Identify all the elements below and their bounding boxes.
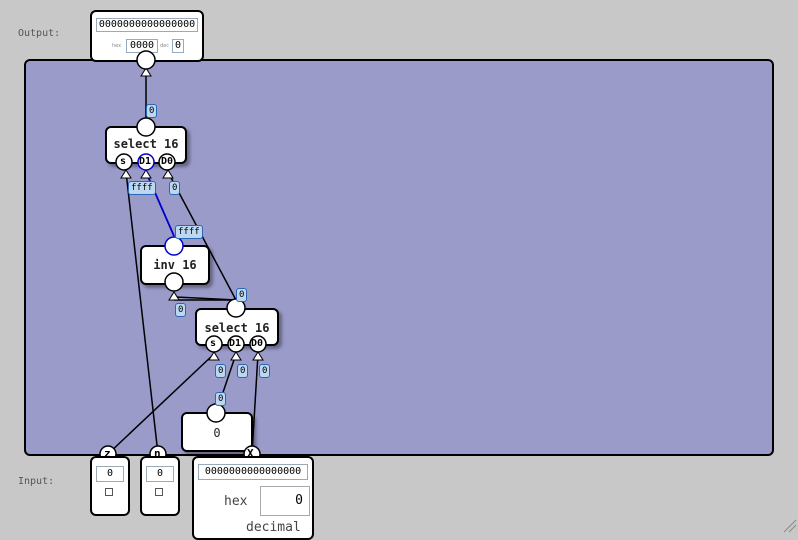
- wire-z: [107, 353, 215, 455]
- inv-title: inv 16: [153, 258, 197, 272]
- const-chip[interactable]: 0: [181, 412, 253, 452]
- wire-n: [125, 171, 159, 455]
- select-bottom-d0-label: D0: [251, 338, 264, 349]
- arrow-s-top: [120, 169, 132, 179]
- tag-const-out: 0: [215, 392, 227, 406]
- input-n[interactable]: 0: [140, 456, 180, 516]
- arrow-out: [140, 67, 152, 77]
- output-dec-value: 0: [172, 39, 184, 53]
- select-bottom-s-label: s: [210, 338, 217, 349]
- select-bottom-title: select 16: [204, 321, 270, 335]
- input-label: Input:: [18, 476, 55, 487]
- tag-out-top: 0: [146, 104, 158, 118]
- output-hex-value: 0000: [126, 39, 158, 53]
- inv-chip[interactable]: inv 16: [140, 245, 210, 285]
- select-top-title: select 16: [113, 137, 179, 151]
- input-x[interactable]: 0000000000000000 hex 0 decimal: [192, 456, 314, 540]
- arrow-inv-in: [168, 291, 180, 301]
- output-bits: 0000000000000000: [96, 18, 198, 32]
- input-x-hex-label: hex: [224, 494, 248, 509]
- arrow-d1-bot: [230, 351, 242, 361]
- input-n-checkbox[interactable]: [155, 488, 163, 496]
- input-n-value[interactable]: 0: [146, 466, 174, 482]
- tag-inv-in: ffff: [175, 225, 203, 239]
- select-top-d0-label: D0: [161, 156, 174, 167]
- select-top-d1-label: D1: [139, 156, 152, 167]
- arrow-d0-top: [162, 169, 174, 179]
- output-box: 0000000000000000 hex 0000 dec 0: [90, 10, 204, 62]
- tag-d0-top: 0: [169, 181, 181, 195]
- tag-d1-bot: 0: [237, 364, 249, 378]
- arrow-d0-bot: [252, 351, 264, 361]
- input-z-value[interactable]: 0: [96, 466, 124, 482]
- input-x-mode[interactable]: decimal: [246, 520, 301, 535]
- select-bottom-d1-label: D1: [229, 338, 242, 349]
- tag-s-bot: 0: [215, 364, 227, 378]
- tag-d0-bot: 0: [259, 364, 271, 378]
- select-top-s-label: s: [120, 156, 127, 167]
- output-label: Output:: [18, 28, 61, 39]
- arrow-d1-top: [140, 169, 152, 179]
- input-z-checkbox[interactable]: [105, 488, 113, 496]
- output-hex-label: hex: [112, 43, 122, 49]
- input-z-name: z: [104, 447, 111, 460]
- input-x-bits[interactable]: 0000000000000000: [198, 464, 308, 480]
- wire-x: [251, 353, 259, 455]
- input-n-name: n: [154, 447, 161, 460]
- const-title: 0: [213, 426, 221, 440]
- arrow-s-bot: [208, 351, 220, 361]
- input-x-hex-value[interactable]: 0: [260, 486, 310, 516]
- input-x-name: X: [247, 447, 254, 460]
- input-z[interactable]: 0: [90, 456, 130, 516]
- tag-sel-out: 0: [236, 288, 248, 302]
- tag-inv-out: 0: [175, 303, 187, 317]
- output-dec-label: dec: [160, 43, 169, 49]
- tag-d1-top: ffff: [128, 181, 156, 195]
